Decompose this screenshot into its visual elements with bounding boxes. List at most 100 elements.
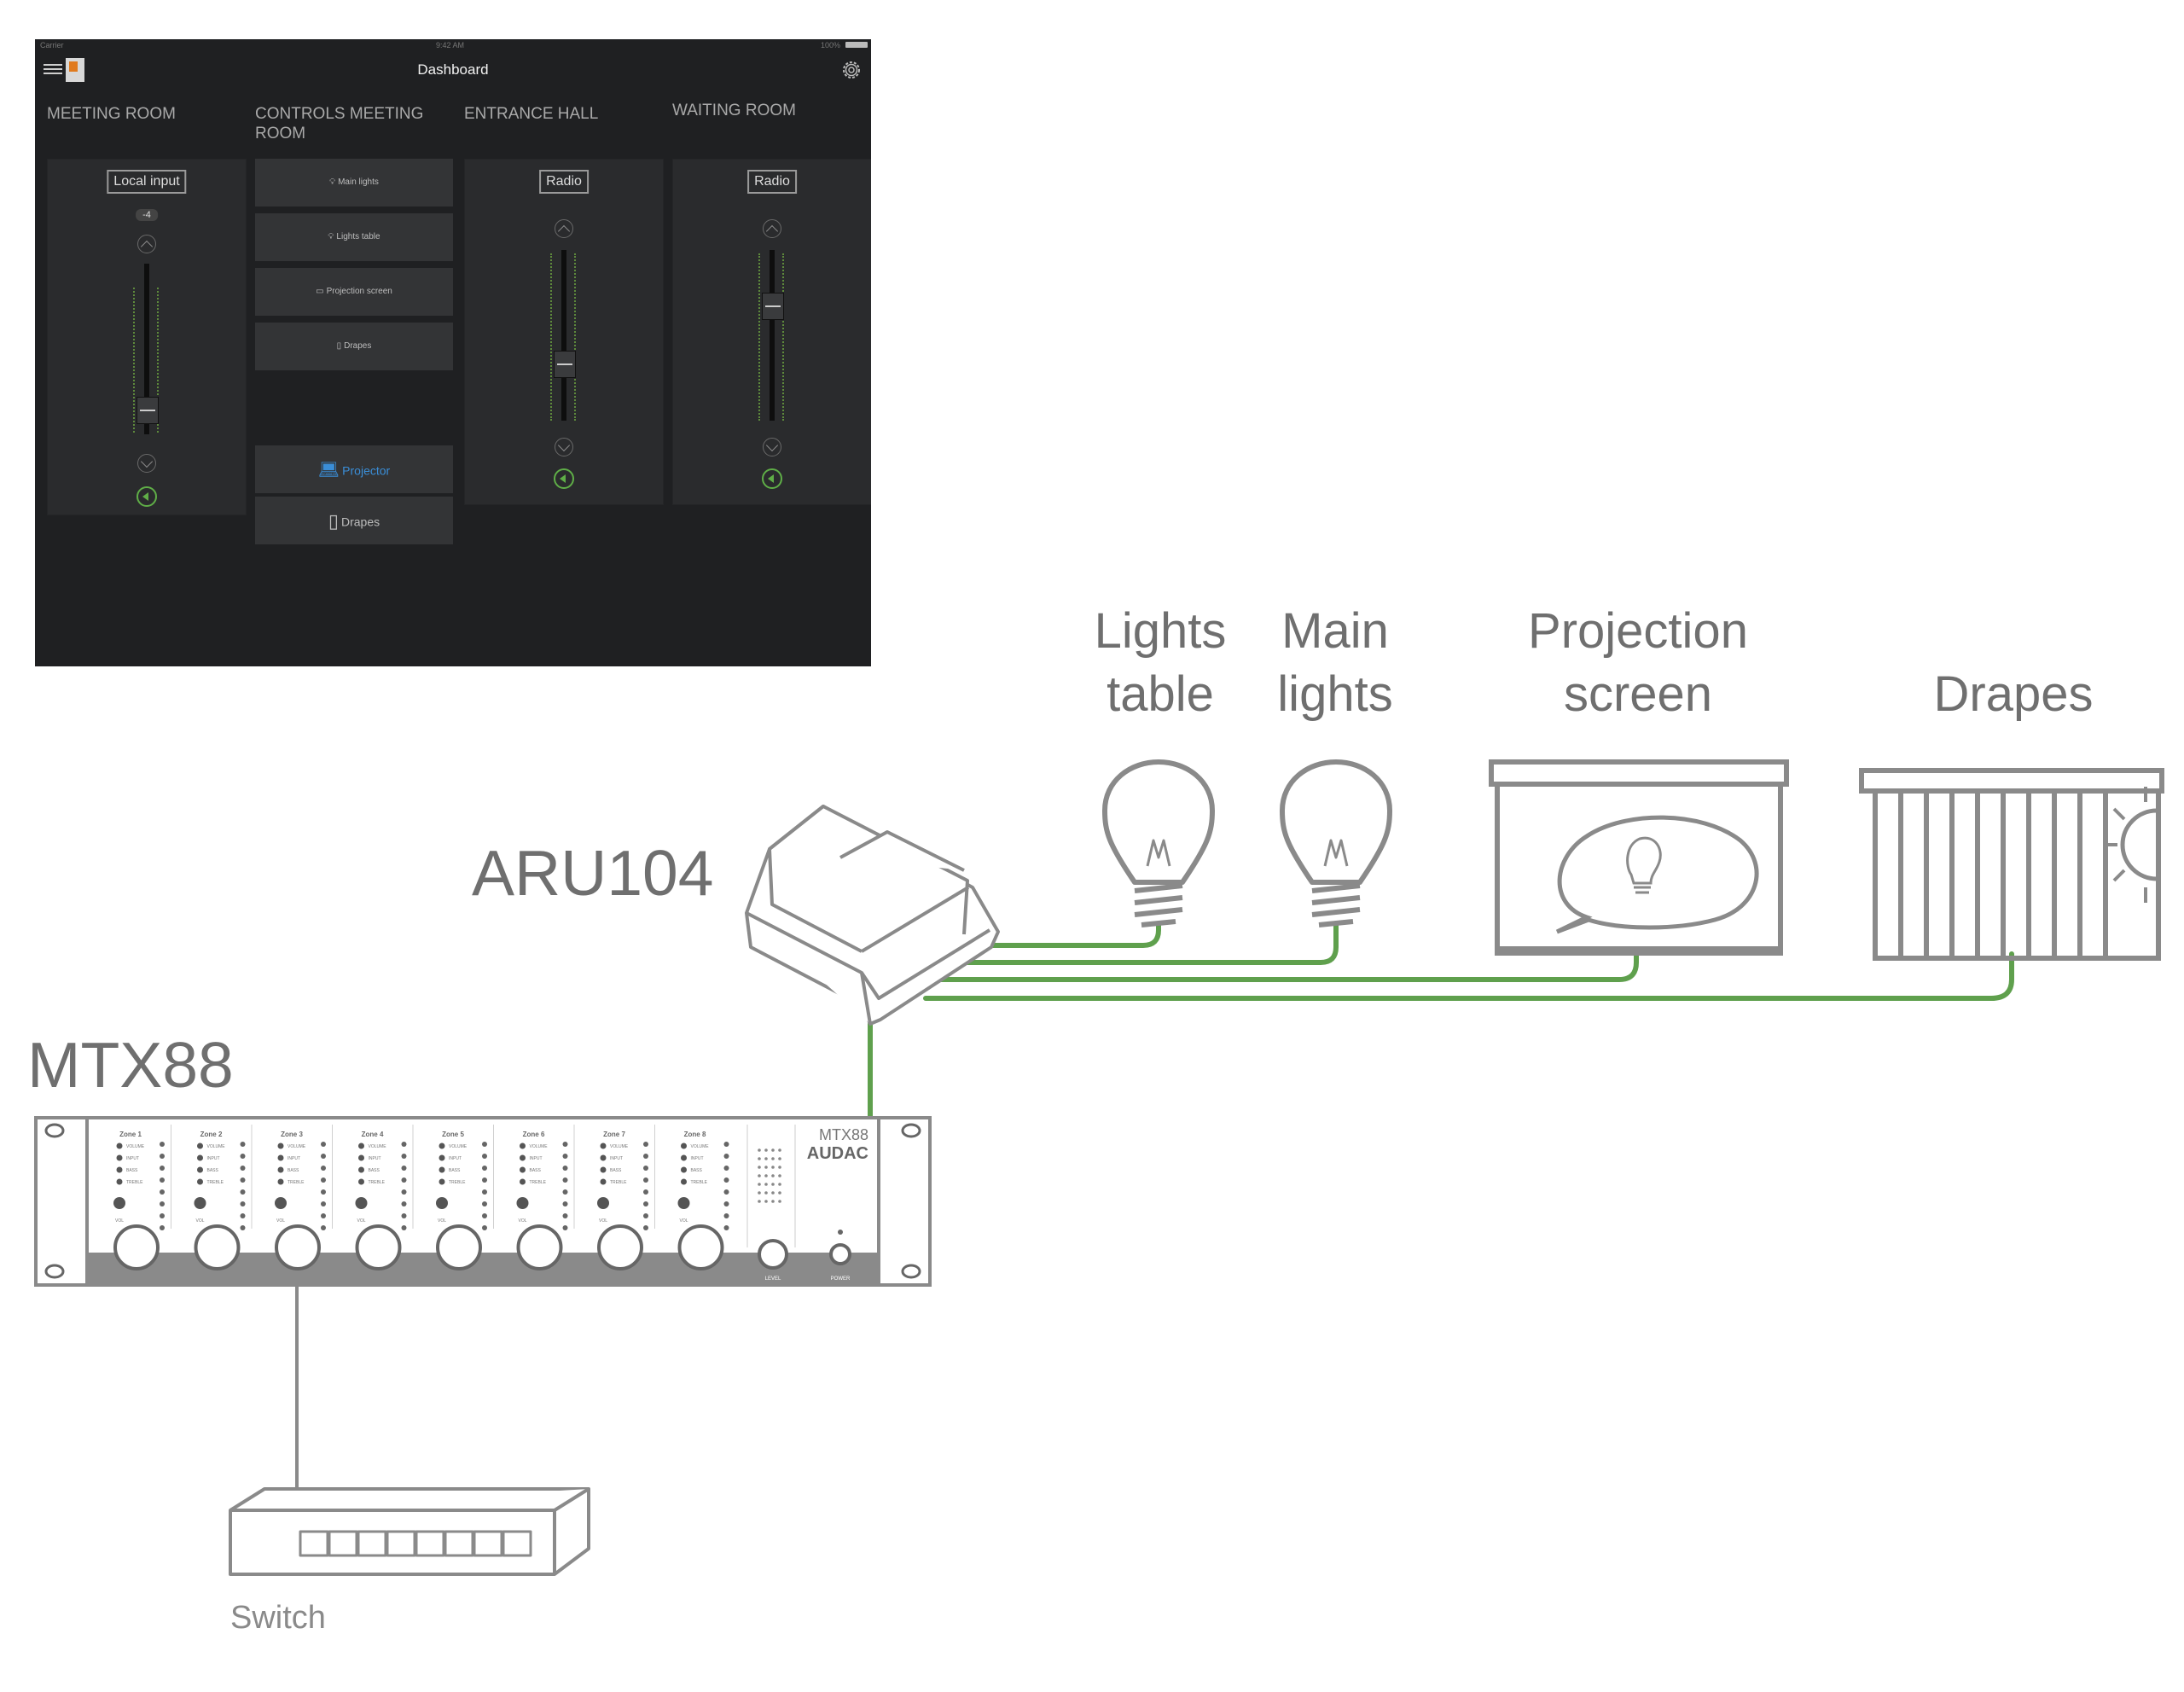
indicator-led [116, 1143, 123, 1149]
indicator-led [439, 1166, 445, 1173]
volume-fader-knob[interactable] [554, 351, 576, 378]
level-led [482, 1213, 487, 1218]
level-led [240, 1189, 246, 1195]
indicator-led [277, 1166, 284, 1173]
volume-up-button[interactable] [137, 235, 156, 253]
speaker-mute-icon[interactable] [554, 468, 574, 489]
volume-up-button[interactable] [763, 219, 781, 238]
indicator-label: BASS [691, 1168, 703, 1173]
level-led [160, 1201, 165, 1206]
volume-fader-knob[interactable] [136, 397, 159, 424]
zone-volume-knob [436, 1224, 482, 1270]
zone-volume-knob [677, 1224, 724, 1270]
indicator-label: TREBLE [610, 1180, 627, 1185]
zone-label: Zone 4 [362, 1131, 384, 1138]
volume-down-button[interactable] [763, 438, 781, 456]
indicator-label: BASS [530, 1168, 542, 1173]
indicator-label: VOLUME [288, 1144, 306, 1149]
level-led [562, 1166, 568, 1171]
menu-icon[interactable] [44, 61, 62, 77]
indicator-label: BASS [369, 1168, 380, 1173]
zone-label: Zone 3 [281, 1131, 303, 1138]
indicator-label: TREBLE [288, 1180, 305, 1185]
level-led [321, 1189, 326, 1195]
level-led [643, 1213, 648, 1218]
volume-up-button[interactable] [555, 219, 573, 238]
indicator-led [358, 1166, 364, 1173]
indicator-label: TREBLE [369, 1180, 386, 1185]
indicator-label: VOLUME [449, 1144, 468, 1149]
indicator-label: INPUT [449, 1156, 462, 1161]
source-select-button[interactable]: Radio [539, 170, 589, 194]
indicator-label: BASS [126, 1168, 138, 1173]
volume-value-badge: -4 [136, 209, 158, 221]
indicator-led [439, 1154, 445, 1161]
control-button-drapes[interactable]: ▯Drapes [255, 323, 453, 370]
network-switch-icon [229, 1487, 590, 1576]
zone-panel-entrance-hall: Radio [464, 159, 664, 505]
level-meter [157, 288, 160, 433]
indicator-led [439, 1143, 445, 1149]
level-led [723, 1201, 729, 1206]
indicator-led [358, 1178, 364, 1185]
level-led [321, 1142, 326, 1147]
indicator-label: BASS [288, 1168, 299, 1173]
indicator-led [439, 1178, 445, 1185]
level-led [723, 1142, 729, 1147]
vol-label: VOL [357, 1218, 365, 1224]
page-title: Dashboard [417, 61, 489, 78]
level-led [562, 1213, 568, 1218]
control-button-main-lights[interactable]: 💡︎Main lights [255, 159, 453, 206]
level-led [160, 1189, 165, 1195]
level-led [482, 1166, 487, 1171]
cable-projection-screen [934, 946, 1639, 982]
carrier-label: Carrier [40, 41, 64, 49]
indicator-led [520, 1143, 526, 1149]
indicator-led [277, 1154, 284, 1161]
select-button [436, 1197, 448, 1209]
volume-fader-knob[interactable] [762, 293, 784, 320]
control-button-projection-screen[interactable]: ▭Projection screen [255, 268, 453, 316]
projector-button[interactable]: 💻︎Projector [255, 445, 453, 493]
indicator-led [681, 1154, 687, 1161]
volume-down-button[interactable] [555, 438, 573, 456]
indicator-label: VOLUME [126, 1144, 145, 1149]
status-bar: Carrier 9:42 AM 100% [35, 39, 871, 51]
select-button [516, 1197, 529, 1209]
control-button-lights-table[interactable]: 💡︎Lights table [255, 213, 453, 261]
gear-icon[interactable] [839, 57, 864, 83]
indicator-label: INPUT [207, 1156, 220, 1161]
level-led [401, 1201, 407, 1206]
nav-bar: Dashboard [35, 53, 871, 87]
control-label: Lights table [336, 232, 380, 241]
level-led [643, 1225, 648, 1230]
switch-label: Switch [230, 1600, 326, 1636]
indicator-led [600, 1166, 607, 1173]
lights-table-label: Lights table [1062, 600, 1258, 726]
zone-label: Zone 2 [200, 1131, 223, 1138]
level-led [482, 1142, 487, 1147]
rack-ear-left [34, 1116, 89, 1287]
level-led [401, 1154, 407, 1159]
level-led [240, 1213, 246, 1218]
source-select-button[interactable]: Radio [747, 170, 797, 194]
level-led [723, 1213, 729, 1218]
source-select-button[interactable]: Local input [107, 170, 187, 194]
volume-down-button[interactable] [137, 454, 156, 473]
drapes-button[interactable]: ▯Drapes [255, 497, 453, 544]
control-label: Drapes [340, 515, 380, 529]
vol-label: VOL [679, 1218, 688, 1224]
level-led [160, 1177, 165, 1183]
zone-panel-meeting-room: Local input -4 [47, 159, 247, 515]
tablet-dashboard-screenshot: Carrier 9:42 AM 100% Dashboard MEETING R… [35, 39, 871, 666]
level-knob [758, 1239, 788, 1270]
speaker-mute-icon[interactable] [762, 468, 782, 489]
speaker-mute-icon[interactable] [136, 486, 157, 507]
level-led [562, 1225, 568, 1230]
level-led [160, 1142, 165, 1147]
level-led [482, 1177, 487, 1183]
